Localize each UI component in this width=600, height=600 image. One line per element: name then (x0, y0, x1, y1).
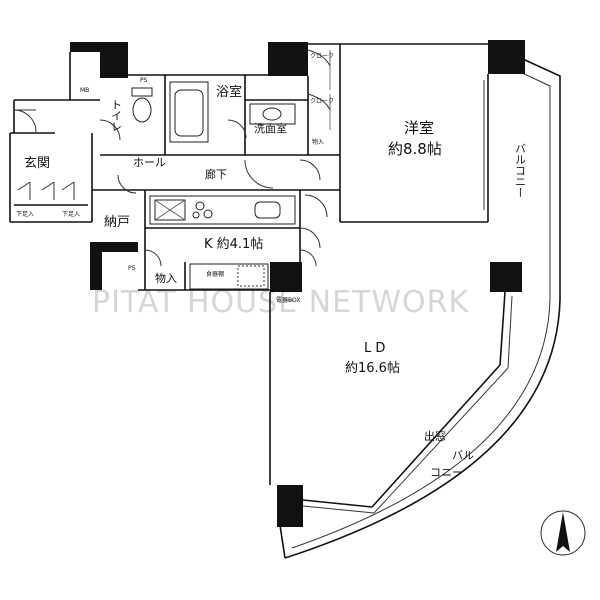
ld-label: L D (364, 341, 385, 356)
shoe-label-1: 下足入 (16, 211, 34, 218)
bay-window-label: 出窓 (424, 429, 446, 443)
ld-size: 約16.6帖 (345, 361, 400, 376)
closet-label-1: クローク (310, 53, 334, 60)
storage-label: 納戸 (104, 215, 130, 230)
door-swings (13, 109, 328, 267)
fixture-labels: クローク クローク 物入 物入 下足入 下足入 PS PS MB 食器棚 電器B… (16, 53, 334, 304)
room-labels: トイレ 浴室 洗面室 洋室 約8.8帖 ホール 玄関 廊下 納戸 K 約4.1帖… (24, 84, 527, 479)
balcony-bottom-label-1: バル (452, 449, 474, 462)
shoe-label-2: 下足入 (62, 211, 80, 218)
hall-label: ホール (133, 156, 166, 169)
storage-in-label-2: 物入 (155, 271, 177, 285)
panel-label: 電器BOX (276, 297, 300, 304)
balcony-top-label: バルコニー (514, 143, 527, 198)
ps-label-2: PS (128, 265, 136, 272)
structural-walls (70, 40, 525, 527)
entrance-label: 玄関 (24, 156, 50, 171)
storage-in-label-1: 物入 (312, 138, 324, 146)
fixtures (14, 49, 331, 290)
kitchen-label: K 約4.1帖 (204, 237, 263, 252)
ps-label-1: PS (140, 77, 148, 84)
bath-label: 浴室 (216, 84, 242, 100)
toilet-label: トイレ (110, 99, 123, 132)
north-arrow-icon (540, 510, 586, 556)
washroom-label: 洗面室 (254, 121, 287, 135)
mb-label: MB (80, 87, 89, 94)
closet-label-2: クローク (310, 98, 334, 105)
balcony-bottom-label-2: コニー (430, 466, 463, 479)
western-room-size: 約8.8帖 (388, 140, 442, 158)
outline-walls (9, 43, 513, 514)
western-room-label: 洋室 (404, 119, 434, 137)
pantry-label: 食器棚 (206, 270, 224, 278)
corridor-label: 廊下 (205, 167, 227, 181)
